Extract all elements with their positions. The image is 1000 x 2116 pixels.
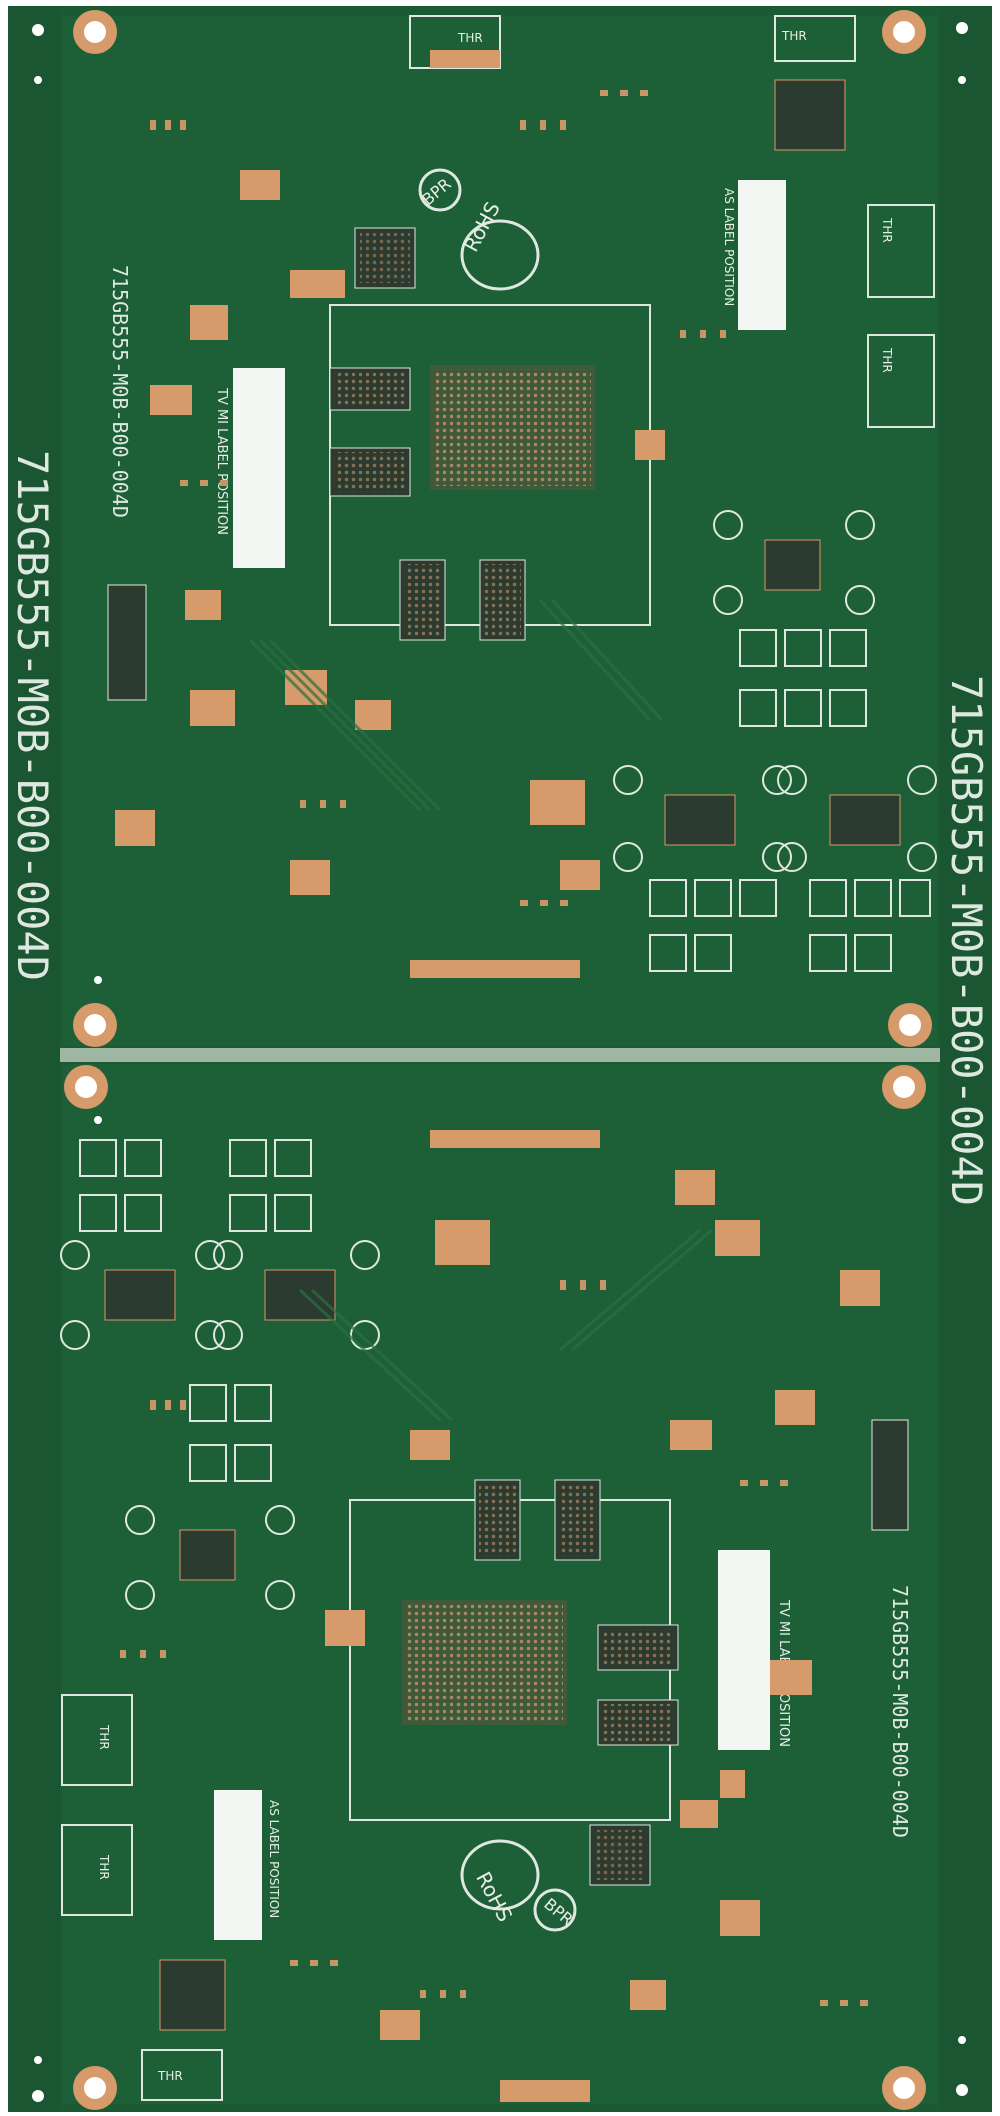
top-part-number-left: 715GB555-M0B-B00-004D [8, 450, 57, 981]
bottom-header-1 [430, 1130, 600, 1148]
bottom-part-number-small: 715GB555-M0B-B00-004D [888, 1585, 912, 1838]
bottom-amp-chip-1 [104, 1269, 176, 1321]
right-rail [940, 6, 992, 2112]
panel-divider [60, 1048, 940, 1062]
bottom-thr-label-1: THR [97, 1724, 111, 1750]
bottom-smd-clusters [120, 1280, 868, 2006]
top-thr-label-4: THR [880, 347, 894, 373]
top-bpr-mark [418, 168, 462, 212]
top-smd-clusters [150, 90, 726, 906]
bottom-thr-connector-1 [61, 1694, 133, 1786]
top-copper-pads [115, 170, 665, 895]
bottom-thr-connector-2 [61, 1824, 133, 1916]
bottom-inductors [79, 1139, 312, 1482]
bottom-as-label-text: AS LABEL POSITION [267, 1800, 281, 1918]
bottom-amp-chip-3 [179, 1529, 236, 1581]
top-inductors [649, 629, 931, 972]
top-header-1 [774, 79, 846, 151]
rail-fiducials [32, 22, 968, 2102]
bottom-header-4 [500, 2080, 590, 2102]
bottom-header-2 [871, 1419, 909, 1531]
top-thr-connector-4 [867, 334, 935, 428]
bottom-rohs-mark [460, 1839, 540, 1911]
top-header-3 [410, 960, 580, 978]
top-amp-chip-2 [664, 794, 736, 846]
top-header-4 [430, 50, 500, 68]
top-tv-label-text: TV MI LABEL POSITION [214, 387, 229, 535]
top-part-number-right: 715GB555-M0B-B00-004D [942, 675, 991, 1206]
bottom-thr-connector-3 [141, 2049, 223, 2101]
top-thr-label-3: THR [880, 217, 894, 243]
top-rohs-mark [460, 219, 540, 291]
bottom-copper-pads [325, 1170, 880, 2040]
bottom-thr-label-3: THR [157, 2069, 183, 2083]
top-amp-circles [613, 510, 937, 872]
top-thr-label-1: THR [457, 31, 483, 45]
bottom-header-3 [159, 1959, 226, 2031]
diagonal-traces [248, 598, 713, 1422]
top-tv-label-box [233, 368, 285, 568]
bottom-thr-label-2: THR [97, 1854, 111, 1880]
top-as-label-text: AS LABEL POSITION [722, 188, 736, 306]
bottom-as-label-box [214, 1790, 262, 1940]
bottom-tv-label-box [718, 1550, 770, 1750]
bottom-bpr-mark [533, 1888, 577, 1932]
left-rail [8, 6, 60, 2112]
top-thr-connector-2 [774, 15, 856, 62]
top-as-label-box [738, 180, 786, 330]
top-header-2 [107, 584, 147, 701]
top-amp-chip-1 [764, 539, 821, 591]
top-thr-connector-3 [867, 204, 935, 298]
top-amp-chip-3 [829, 794, 901, 846]
top-thr-label-2: THR [781, 29, 807, 43]
top-part-number-small: 715GB555-M0B-B00-004D [108, 265, 132, 518]
mounting-holes [64, 10, 932, 2110]
